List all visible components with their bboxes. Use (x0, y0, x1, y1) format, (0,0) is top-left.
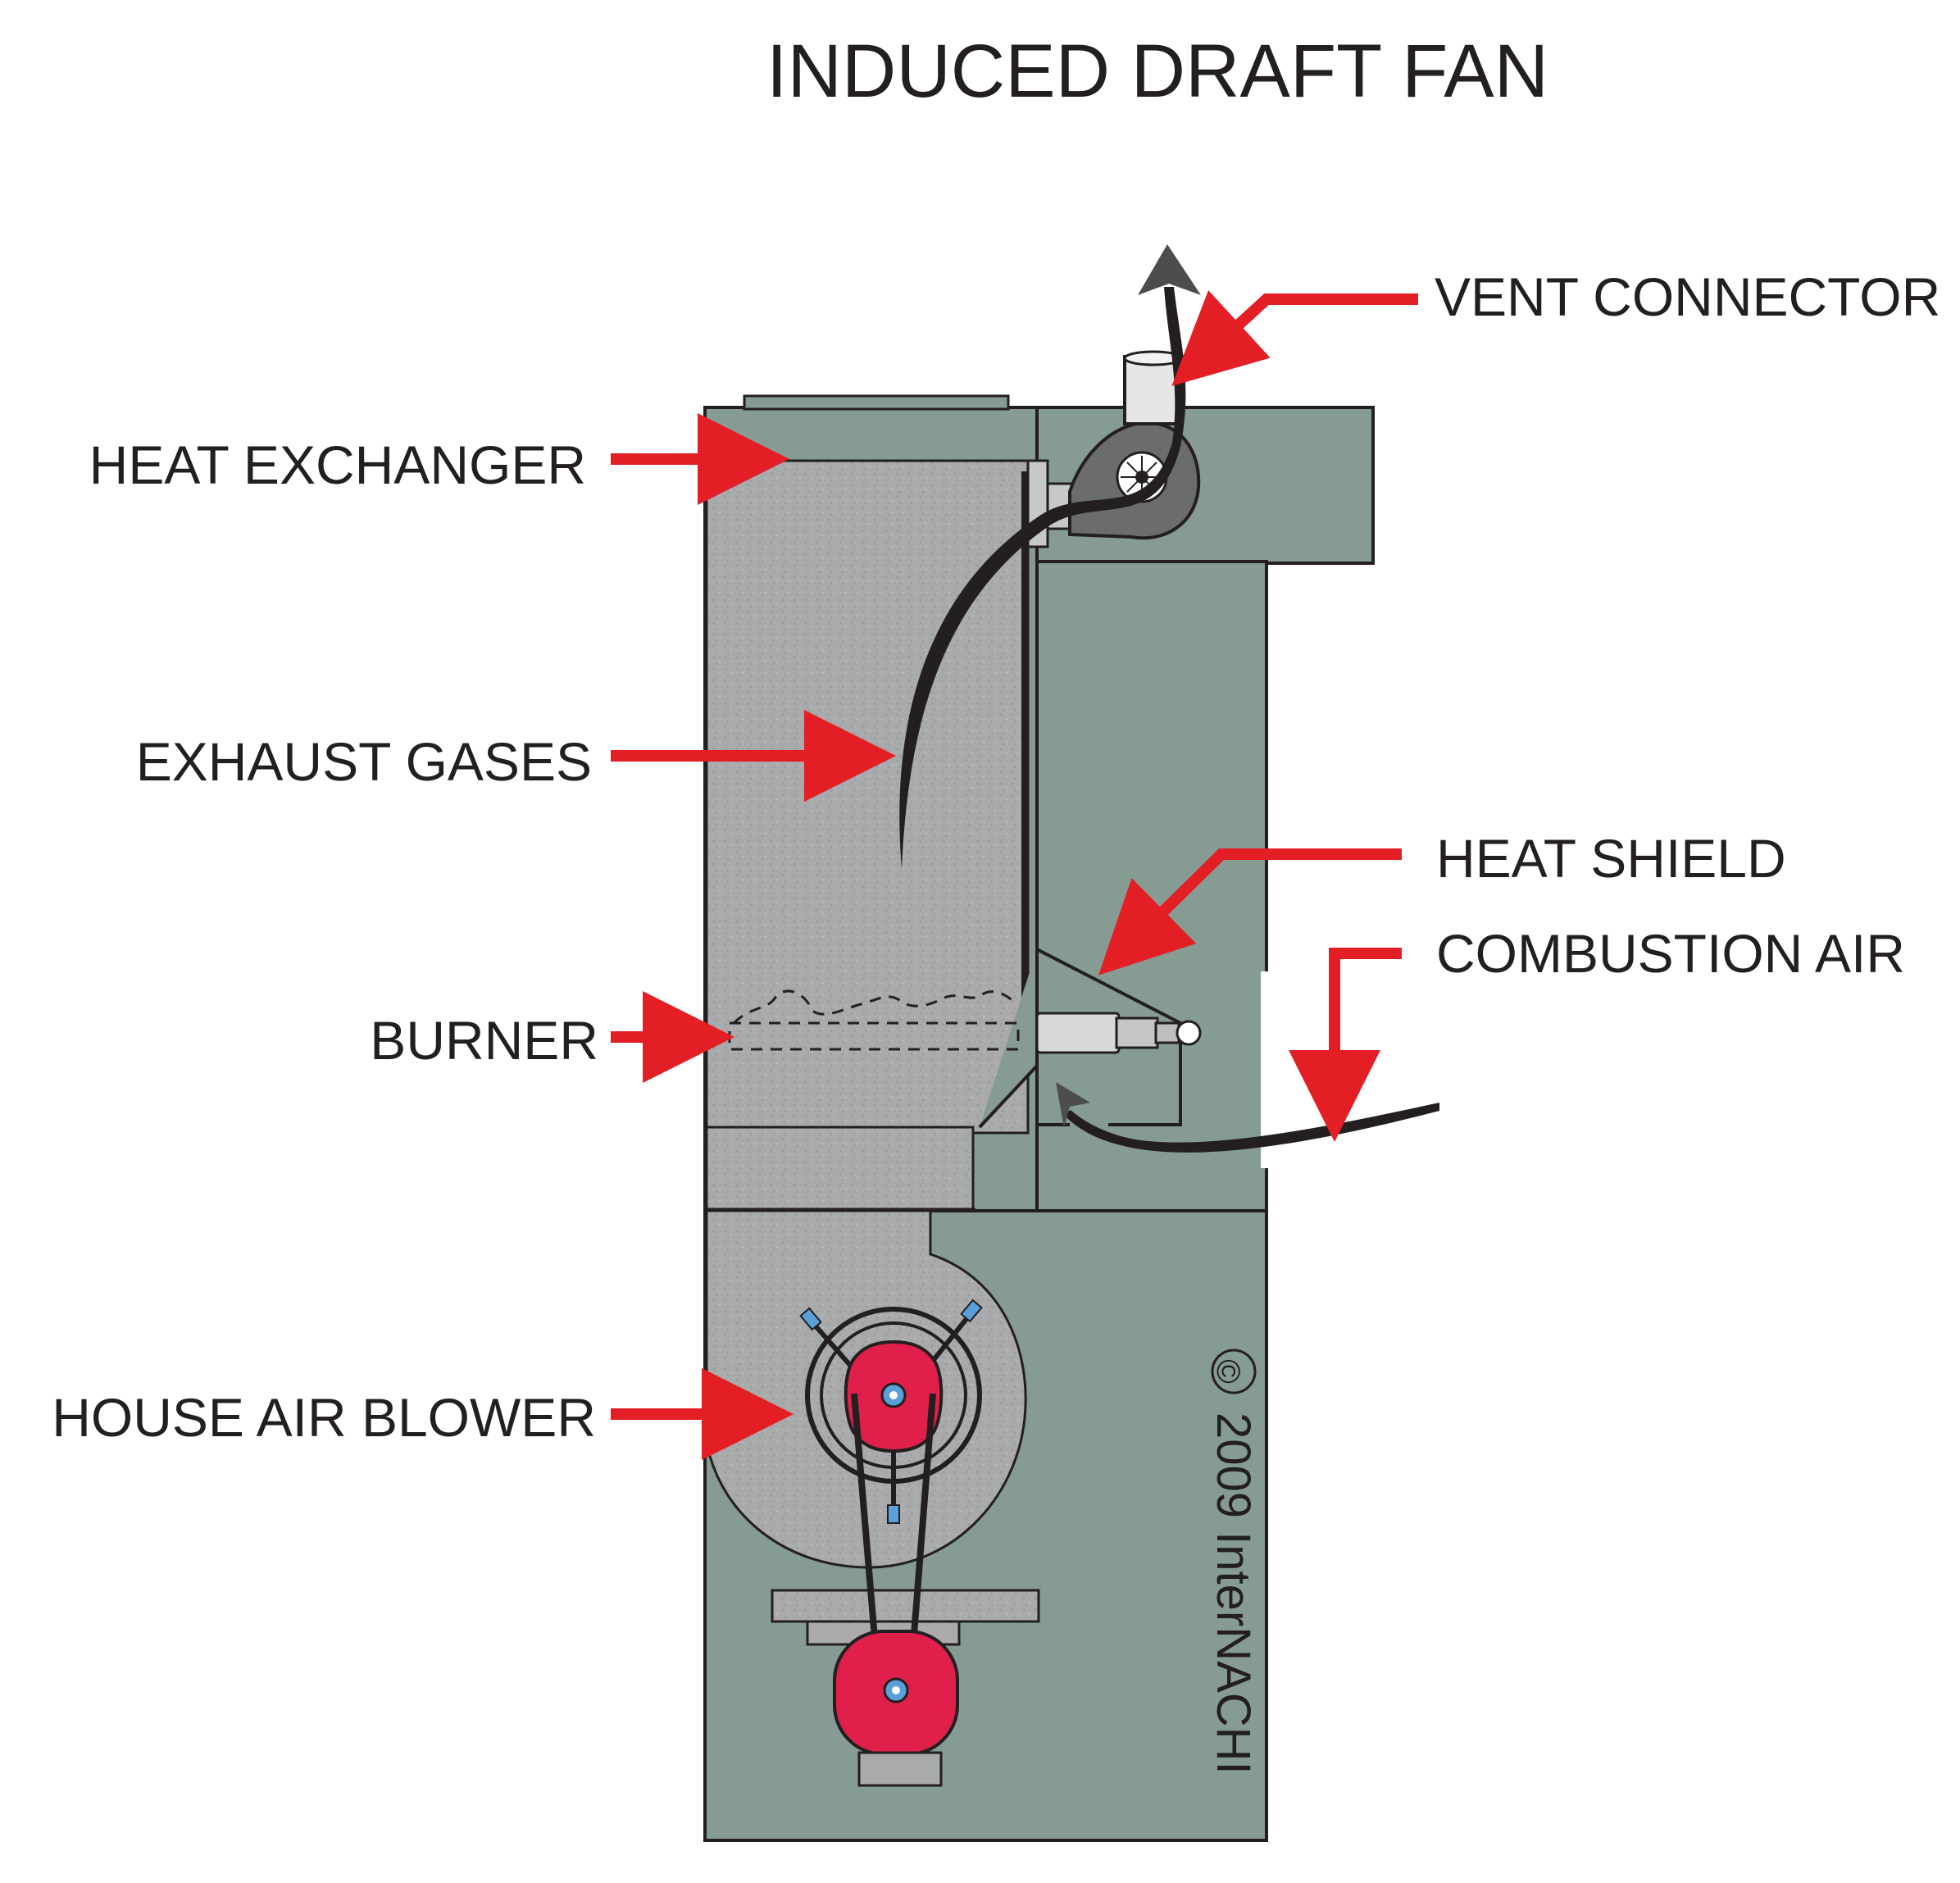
label-heat-exchanger: HEAT EXCHANGER (89, 434, 586, 495)
page-title: INDUCED DRAFT FAN (766, 30, 1548, 113)
label-house-air-blower: HOUSE AIR BLOWER (52, 1387, 596, 1448)
motor-mount-bracket (771, 1589, 1040, 1623)
heat-exchanger-body (705, 459, 1030, 1135)
vent-connector-arrow (1171, 289, 1418, 386)
label-heat-shield: HEAT SHIELD (1436, 828, 1786, 889)
motor-foot (857, 1751, 943, 1787)
callout-arrows (611, 289, 1418, 1460)
combustion-air-arrow (1289, 948, 1402, 1142)
label-exhaust-gases: EXHAUST GASES (136, 731, 592, 792)
blower-arm-tip-right (960, 1299, 983, 1323)
blower-pulley-axle (889, 1391, 898, 1399)
copyright-text: 2009 InterNACHI (1207, 1412, 1260, 1775)
vent-exhaust-arrowhead (1138, 244, 1201, 295)
copyright-circle (1211, 1349, 1257, 1394)
burner-igniter (1154, 1021, 1180, 1044)
burner-nozzle (1035, 1012, 1121, 1054)
burner-nozzle-tip (1115, 1017, 1159, 1049)
cabinet-top-lid (743, 394, 1010, 411)
blower-motor (771, 1393, 1040, 1787)
heat-exchanger-step (971, 1127, 975, 1211)
label-combustion-air: COMBUSTION AIR (1436, 923, 1905, 984)
combustion-air-arrowhead (1056, 1082, 1090, 1128)
burner (728, 989, 1202, 1054)
motor-pulley-axle (892, 1686, 900, 1694)
copyright-notice: © 2009 InterNACHI (1207, 1349, 1260, 1775)
heat-exchanger-base (705, 1126, 975, 1211)
combustion-air-opening (1261, 971, 1272, 1168)
blower-arm-tip-bottom (887, 1504, 900, 1524)
blower-arm-tip-left (799, 1307, 822, 1331)
copyright-symbol: © (1210, 1359, 1246, 1383)
label-burner: BURNER (370, 1010, 598, 1071)
fan-blades (1121, 456, 1163, 498)
burner-flames (732, 989, 1018, 1025)
label-vent-connector: VENT CONNECTOR (1435, 266, 1940, 327)
house-air-blower (705, 1209, 1027, 1569)
heat-shield-arrow (1098, 848, 1402, 976)
burner-igniter-knob (1176, 1020, 1202, 1046)
